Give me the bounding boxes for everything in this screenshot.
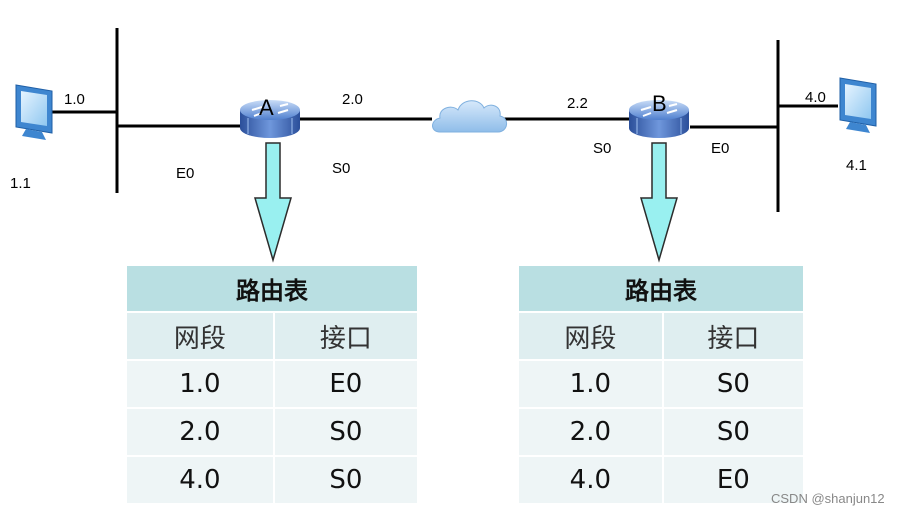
router-b-serial-address: 2.2 — [567, 95, 588, 112]
cloud-icon — [432, 100, 507, 133]
table-row: 1.0 E0 — [127, 361, 417, 409]
column-header-network: 网段 — [127, 313, 275, 361]
router-icon — [629, 100, 689, 138]
router-a-name: A — [259, 95, 274, 120]
interface-cell: S0 — [663, 409, 803, 457]
network-cell: 4.0 — [127, 457, 275, 505]
network-cell: 1.0 — [127, 361, 275, 409]
computer-icon — [15, 84, 53, 140]
network-links — [52, 28, 838, 212]
routing-table-a: 路由表 网段 接口 1.0 E0 2.0 S0 4.0 S0 — [127, 266, 417, 505]
interface-cell: E0 — [663, 457, 803, 505]
network-cell: 1.0 — [519, 361, 664, 409]
interface-cell: S0 — [274, 457, 417, 505]
interface-cell: E0 — [274, 361, 417, 409]
right-host-address: 4.1 — [846, 157, 867, 174]
network-cell: 4.0 — [519, 457, 664, 505]
column-header-interface: 接口 — [274, 313, 417, 361]
middle-network-label: 2.0 — [342, 91, 363, 108]
router-icon — [240, 100, 300, 138]
table-title: 路由表 — [519, 266, 803, 313]
down-arrow-icon — [254, 142, 292, 263]
table-title: 路由表 — [127, 266, 417, 313]
column-header-network: 网段 — [519, 313, 664, 361]
interface-cell: S0 — [274, 409, 417, 457]
router-a-lan-interface: E0 — [176, 165, 195, 182]
left-network-label: 1.0 — [64, 91, 85, 108]
right-network-label: 4.0 — [805, 89, 826, 106]
interface-cell: S0 — [663, 361, 803, 409]
column-header-interface: 接口 — [663, 313, 803, 361]
table-row: 2.0 S0 — [127, 409, 417, 457]
table-row: 4.0 E0 — [519, 457, 803, 505]
down-arrow-icon — [640, 142, 678, 263]
router-b-wan-interface: S0 — [593, 140, 612, 157]
left-host-address: 1.1 — [10, 175, 31, 192]
computer-icon — [839, 77, 877, 133]
routing-table-b: 路由表 网段 接口 1.0 S0 2.0 S0 4.0 E0 — [519, 266, 803, 505]
router-a-wan-interface: S0 — [332, 160, 351, 177]
table-row: 1.0 S0 — [519, 361, 803, 409]
table-row: 4.0 S0 — [127, 457, 417, 505]
network-cell: 2.0 — [127, 409, 275, 457]
router-b-name: B — [652, 91, 667, 116]
table-row: 2.0 S0 — [519, 409, 803, 457]
network-cell: 2.0 — [519, 409, 664, 457]
watermark: CSDN @shanjun12 — [771, 491, 885, 506]
router-b-lan-interface: E0 — [711, 140, 730, 157]
